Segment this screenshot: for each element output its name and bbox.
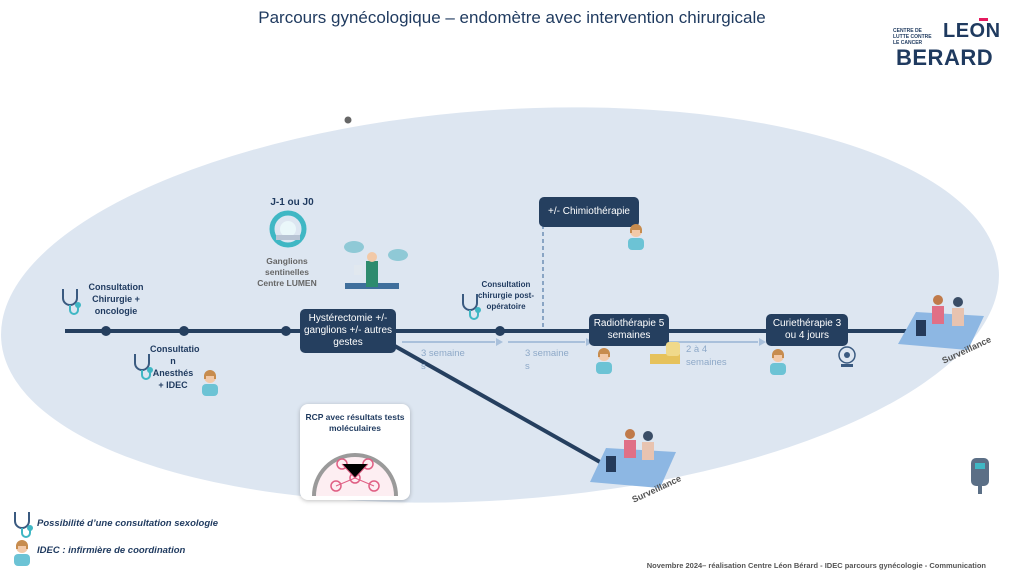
timeline-dot bbox=[281, 326, 291, 336]
stethoscope-icon bbox=[62, 289, 81, 315]
rcp-label: RCP avec résultats tests moléculaires bbox=[305, 412, 405, 433]
duration-arrowhead bbox=[759, 338, 766, 346]
timeline-dot bbox=[495, 326, 505, 336]
timeline-dot bbox=[179, 326, 189, 336]
hysterectomie-box: Hystérectomie +/- ganglions +/- autres g… bbox=[300, 309, 396, 353]
consultation-scene-icon bbox=[898, 295, 984, 350]
logo-small-text: CENTRE DE LUTTE CONTRE LE CANCER bbox=[893, 28, 932, 46]
scanner-icon bbox=[269, 210, 307, 248]
consult-postop-label: Consultation chirurgie post-opératoire bbox=[477, 280, 534, 311]
brachytherapy-icon bbox=[838, 346, 856, 367]
nurse-icon bbox=[14, 540, 30, 566]
legend-idec: IDEC : infirmière de coordination bbox=[37, 545, 186, 556]
footer-credits: Novembre 2024– réalisation Centre Léon B… bbox=[646, 561, 986, 570]
consult-chirurgie-label: Consultation Chirurgie + oncologie bbox=[88, 282, 144, 316]
consult-anesth-label: Consultatio n Anesthés + IDEC bbox=[150, 344, 200, 390]
logo-berard: BERARD bbox=[896, 45, 994, 70]
surgery-room-icon bbox=[344, 241, 408, 289]
point-marker bbox=[344, 116, 352, 124]
logo-leon: LEON bbox=[943, 20, 1001, 42]
radiotherapie-box: Radiothérapie 5 semaines bbox=[589, 314, 669, 346]
nurse-icon bbox=[628, 224, 644, 250]
duration-arrowhead bbox=[496, 338, 503, 346]
stethoscope-icon bbox=[134, 354, 153, 380]
curietherapie-box: Curiethérapie 3 ou 4 jours bbox=[766, 314, 848, 346]
radiotherapy-machine-icon bbox=[650, 342, 680, 364]
branch-line-surveillance bbox=[392, 343, 601, 464]
logo-accent bbox=[979, 18, 988, 21]
duration-label-2: 3 semaine s bbox=[525, 348, 569, 372]
leon-berard-logo: CENTRE DE LUTTE CONTRE LE CANCER LEON BE… bbox=[893, 18, 1003, 74]
timeline-dot bbox=[101, 326, 111, 336]
infusion-pump-icon bbox=[971, 458, 989, 494]
consultation-scene-icon bbox=[590, 429, 676, 488]
nurse-icon bbox=[770, 349, 786, 375]
page-title: Parcours gynécologique – endomètre avec … bbox=[258, 8, 766, 27]
rcp-card: RCP avec résultats tests moléculaires bbox=[300, 404, 410, 500]
nurse-icon bbox=[202, 370, 218, 396]
nurse-icon bbox=[596, 348, 612, 374]
chimiotherapie-box: +/- Chimiothérapie bbox=[539, 197, 639, 227]
background-ellipse bbox=[1, 107, 999, 503]
stethoscope-icon bbox=[462, 294, 481, 320]
stethoscope-icon bbox=[14, 512, 33, 538]
legend-sexologie: Possibilité d’une consultation sexologie bbox=[37, 518, 219, 529]
ganglions-label: Ganglions sentinelles Centre LUMEN bbox=[257, 256, 317, 288]
j1-label: J-1 ou J0 bbox=[270, 197, 314, 208]
duration-label-1: 3 semaine s bbox=[421, 348, 465, 372]
duration-label-3: 2 à 4 semaines bbox=[686, 344, 727, 368]
molecular-network-icon bbox=[312, 453, 398, 496]
